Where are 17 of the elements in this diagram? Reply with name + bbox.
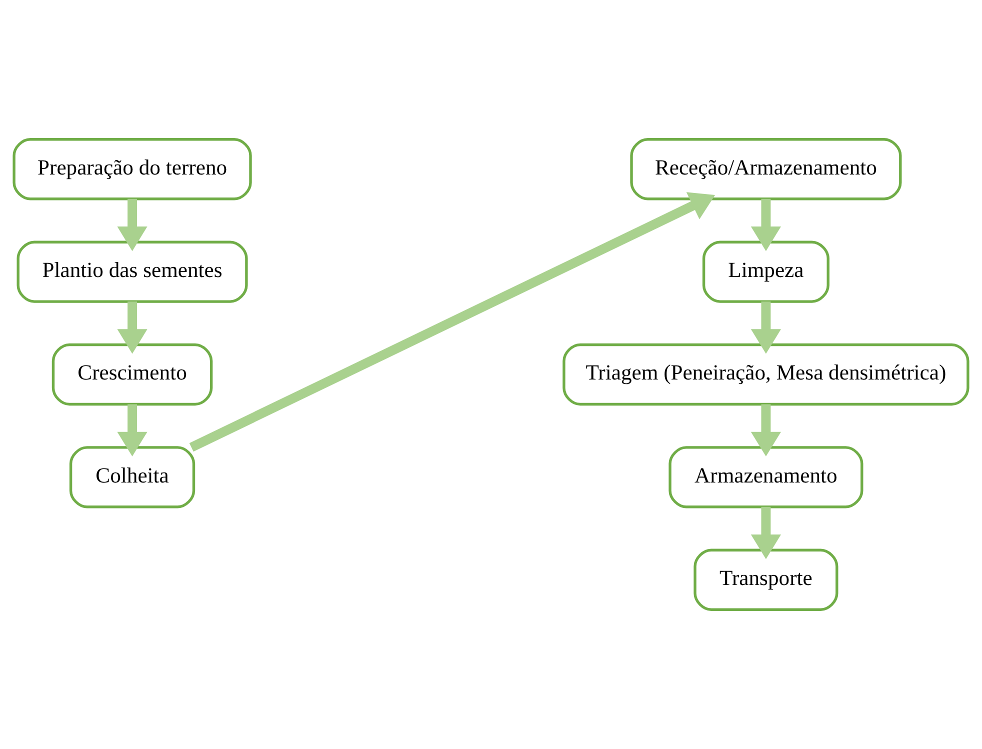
- node-box: Plantio das sementes: [16, 240, 248, 303]
- node-box: Preparação do terreno: [12, 138, 252, 200]
- node-box: Limpeza: [702, 240, 830, 303]
- node-box: Armazenamento: [668, 446, 864, 508]
- node-box: Receção/Armazenamento: [630, 138, 902, 200]
- node-box: Triagem (Peneiração, Mesa densimétrica): [562, 343, 970, 406]
- node-box: Transporte: [694, 548, 838, 611]
- arrow: [750, 404, 782, 456]
- arrow: [117, 302, 148, 354]
- arrow: [750, 506, 782, 560]
- arrow: [750, 302, 782, 354]
- arrow: [117, 404, 148, 456]
- arrow: [750, 198, 782, 252]
- arrow: [189, 192, 716, 452]
- arrow: [117, 198, 148, 252]
- node-box: Crescimento: [52, 343, 213, 406]
- node-box: Colheita: [69, 446, 196, 508]
